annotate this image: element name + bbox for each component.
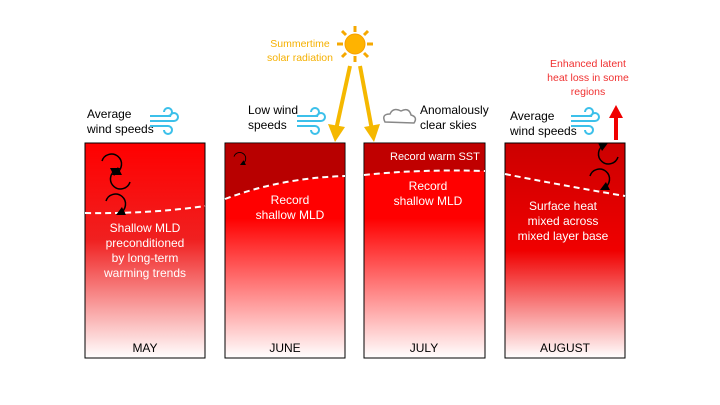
wind-icon xyxy=(296,107,326,135)
month-label: AUGUST xyxy=(540,341,591,355)
mld-line xyxy=(504,173,626,197)
mld-line xyxy=(363,169,486,176)
month-label: MAY xyxy=(132,341,157,355)
cloud-icon xyxy=(383,108,417,124)
month-label: JUNE xyxy=(269,341,300,355)
mld-line xyxy=(84,205,206,215)
month-label: JULY xyxy=(410,341,438,355)
sun-icon xyxy=(337,26,373,62)
solar-radiation-arrows xyxy=(334,65,374,131)
wind-icon xyxy=(149,107,179,135)
mld-line xyxy=(224,175,346,200)
record-sst-label: Record warm SST xyxy=(390,151,480,163)
